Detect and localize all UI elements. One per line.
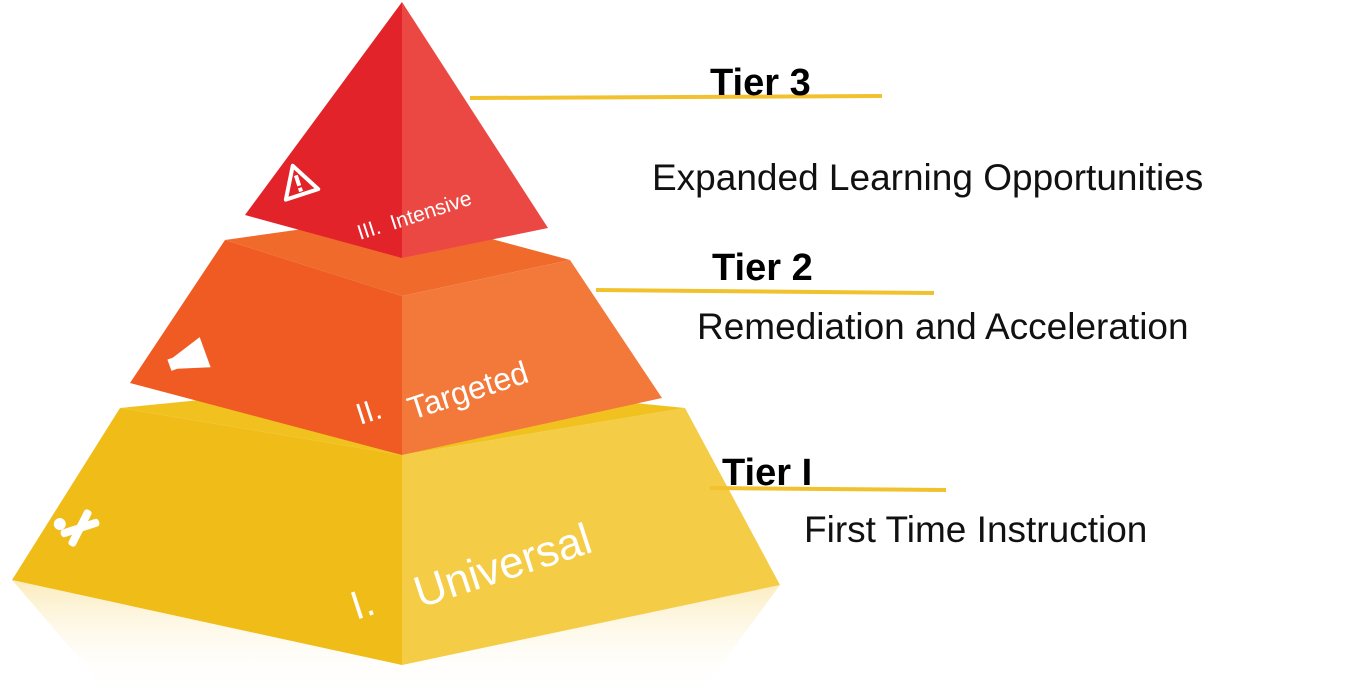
tier-1-connector-line: [709, 486, 947, 492]
tier-2-connector-line: [595, 288, 935, 295]
tier-2-description: Remediation and Acceleration: [697, 306, 1189, 347]
pyramid-tier-intensive: III. Intensive: [245, 2, 548, 258]
tier-intensive-right-face: [402, 2, 548, 258]
tier-3-connector-line: [469, 94, 883, 100]
tier-3-description: Expanded Learning Opportunities: [652, 157, 1204, 198]
megaphone-icon: [167, 337, 211, 371]
tier-3-title: Tier 3: [710, 62, 811, 104]
tier-1-title: Tier I: [722, 452, 813, 494]
tier-universal-right-face: [402, 408, 780, 665]
tier-universal-left-face: [12, 408, 402, 665]
pyramid-reflection: [12, 580, 780, 694]
tier-2-title: Tier 2: [712, 247, 813, 289]
warning-icon: [283, 163, 321, 202]
tier-targeted-left-face: [130, 240, 402, 455]
tier-targeted-right-face: [402, 260, 662, 455]
tier-1-description: First Time Instruction: [804, 509, 1148, 550]
tier-intensive-left-face: [245, 2, 402, 258]
tools-icon: [53, 509, 100, 547]
